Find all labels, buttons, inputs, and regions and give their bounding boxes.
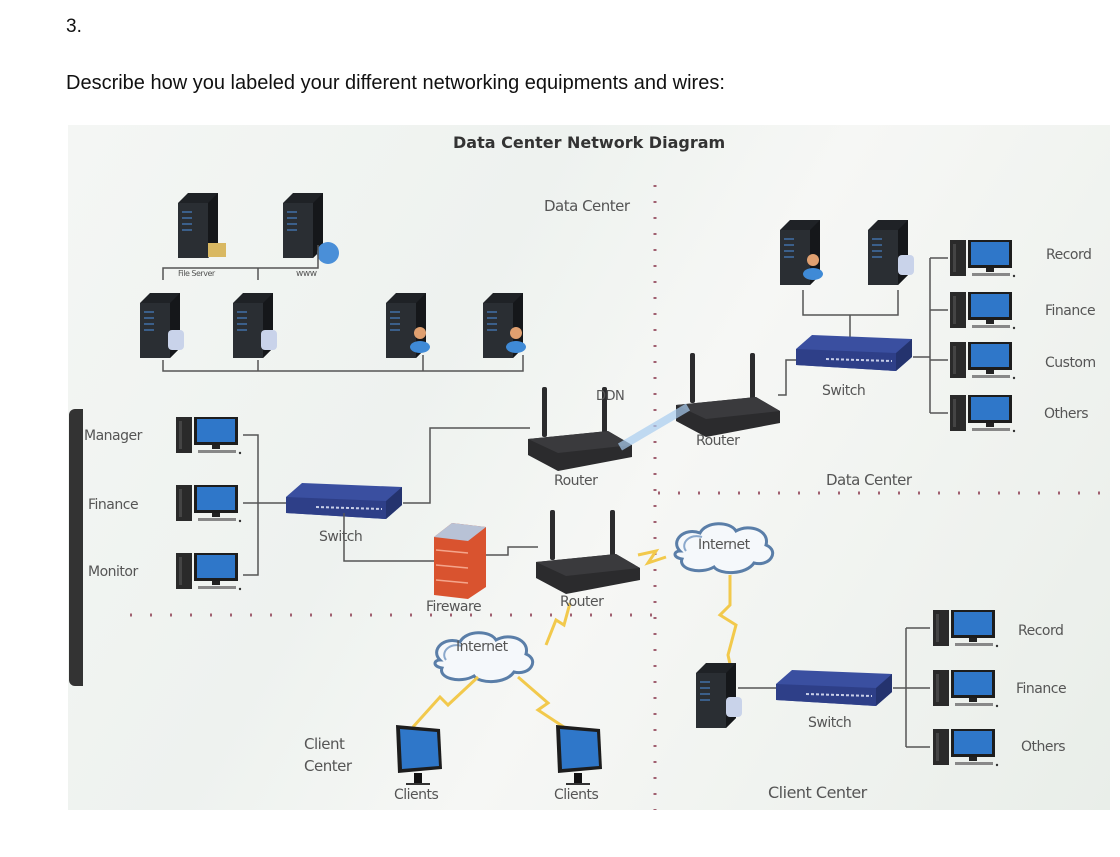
zone-label-client-center-left-2: Center [304, 757, 352, 775]
internet-bottom-label: Internet [456, 639, 508, 655]
zone-label-client-center-bottom: Client Center [768, 783, 867, 802]
left-pc-monitor [176, 553, 242, 591]
user-server-1 [386, 293, 430, 358]
router-right-label: Router [696, 433, 740, 449]
client-switch-label: Switch [808, 715, 852, 731]
client-pc-record [933, 610, 999, 648]
right-pc-others [950, 395, 1016, 433]
router-right [676, 353, 780, 437]
client-db-server [696, 663, 742, 728]
user-server-2 [483, 293, 526, 358]
diagram-title: Data Center Network Diagram [453, 133, 726, 152]
client-switch [775, 669, 893, 707]
right-workstation-label: Finance [1045, 303, 1096, 319]
client-pc-others [933, 729, 999, 767]
right-workstation-label: Others [1044, 406, 1089, 422]
db-server-1 [140, 293, 184, 358]
router-upper-label: Router [554, 473, 598, 489]
www-server [283, 193, 339, 264]
right-pc-custom [950, 342, 1016, 380]
client-label: Clients [394, 787, 439, 803]
firewall-label: Fireware [426, 599, 482, 615]
client-label: Clients [554, 787, 599, 803]
lightning-link [717, 575, 738, 674]
left-switch-label: Switch [319, 529, 363, 545]
router-lower [536, 510, 640, 594]
router-lower-label: Router [560, 594, 604, 610]
lightning-link [637, 548, 667, 566]
file-server [178, 193, 226, 258]
db-server-2 [233, 293, 277, 358]
internet-right-label: Internet [698, 537, 750, 553]
network-diagram-image: Data Center Network Diagram Data Center … [68, 125, 1110, 810]
firewall [434, 523, 486, 599]
lightning-link [544, 602, 572, 646]
right-workstation-label: Record [1046, 247, 1092, 263]
lightning-link [411, 675, 480, 729]
lightning-link [517, 675, 577, 737]
client-monitor-1 [396, 725, 442, 785]
ddn-label: DDN [596, 389, 625, 404]
client-workstation-label: Finance [1016, 681, 1067, 697]
right-user-server [780, 220, 823, 285]
wireless-link [617, 403, 691, 451]
left-pc-finance [176, 485, 242, 523]
right-db-server [868, 220, 914, 285]
right-switch [795, 334, 913, 372]
right-workstation-label: Custom [1045, 355, 1096, 371]
left-workstation-label: Monitor [88, 564, 138, 580]
www-label: www [296, 269, 317, 279]
question-number: 3. [66, 16, 82, 37]
user-icon [414, 327, 426, 339]
left-workstation-label: Finance [88, 497, 139, 513]
left-workstation-label: Manager [84, 428, 142, 444]
zone-label-data-center-top: Data Center [544, 197, 630, 215]
client-workstation-label: Others [1021, 739, 1066, 755]
zone-label-client-center-left-1: Client [304, 735, 345, 753]
client-workstation-label: Record [1018, 623, 1064, 639]
globe-icon [317, 242, 339, 264]
left-pc-manager [176, 417, 242, 455]
right-switch-label: Switch [822, 383, 866, 399]
diagram-canvas [130, 185, 1110, 810]
database-icon [261, 330, 277, 350]
right-pc-finance [950, 292, 1016, 330]
right-pc-record [950, 240, 1016, 278]
question-prompt: Describe how you labeled your different … [66, 72, 725, 94]
zone-label-data-center-right: Data Center [826, 471, 912, 489]
file-server-label: File Server [178, 269, 215, 278]
database-icon [168, 330, 184, 350]
client-pc-finance [933, 670, 999, 708]
client-monitor-2 [556, 725, 602, 785]
left-edge-bar [69, 409, 83, 686]
folder-icon [208, 243, 226, 257]
user-icon [510, 327, 522, 339]
